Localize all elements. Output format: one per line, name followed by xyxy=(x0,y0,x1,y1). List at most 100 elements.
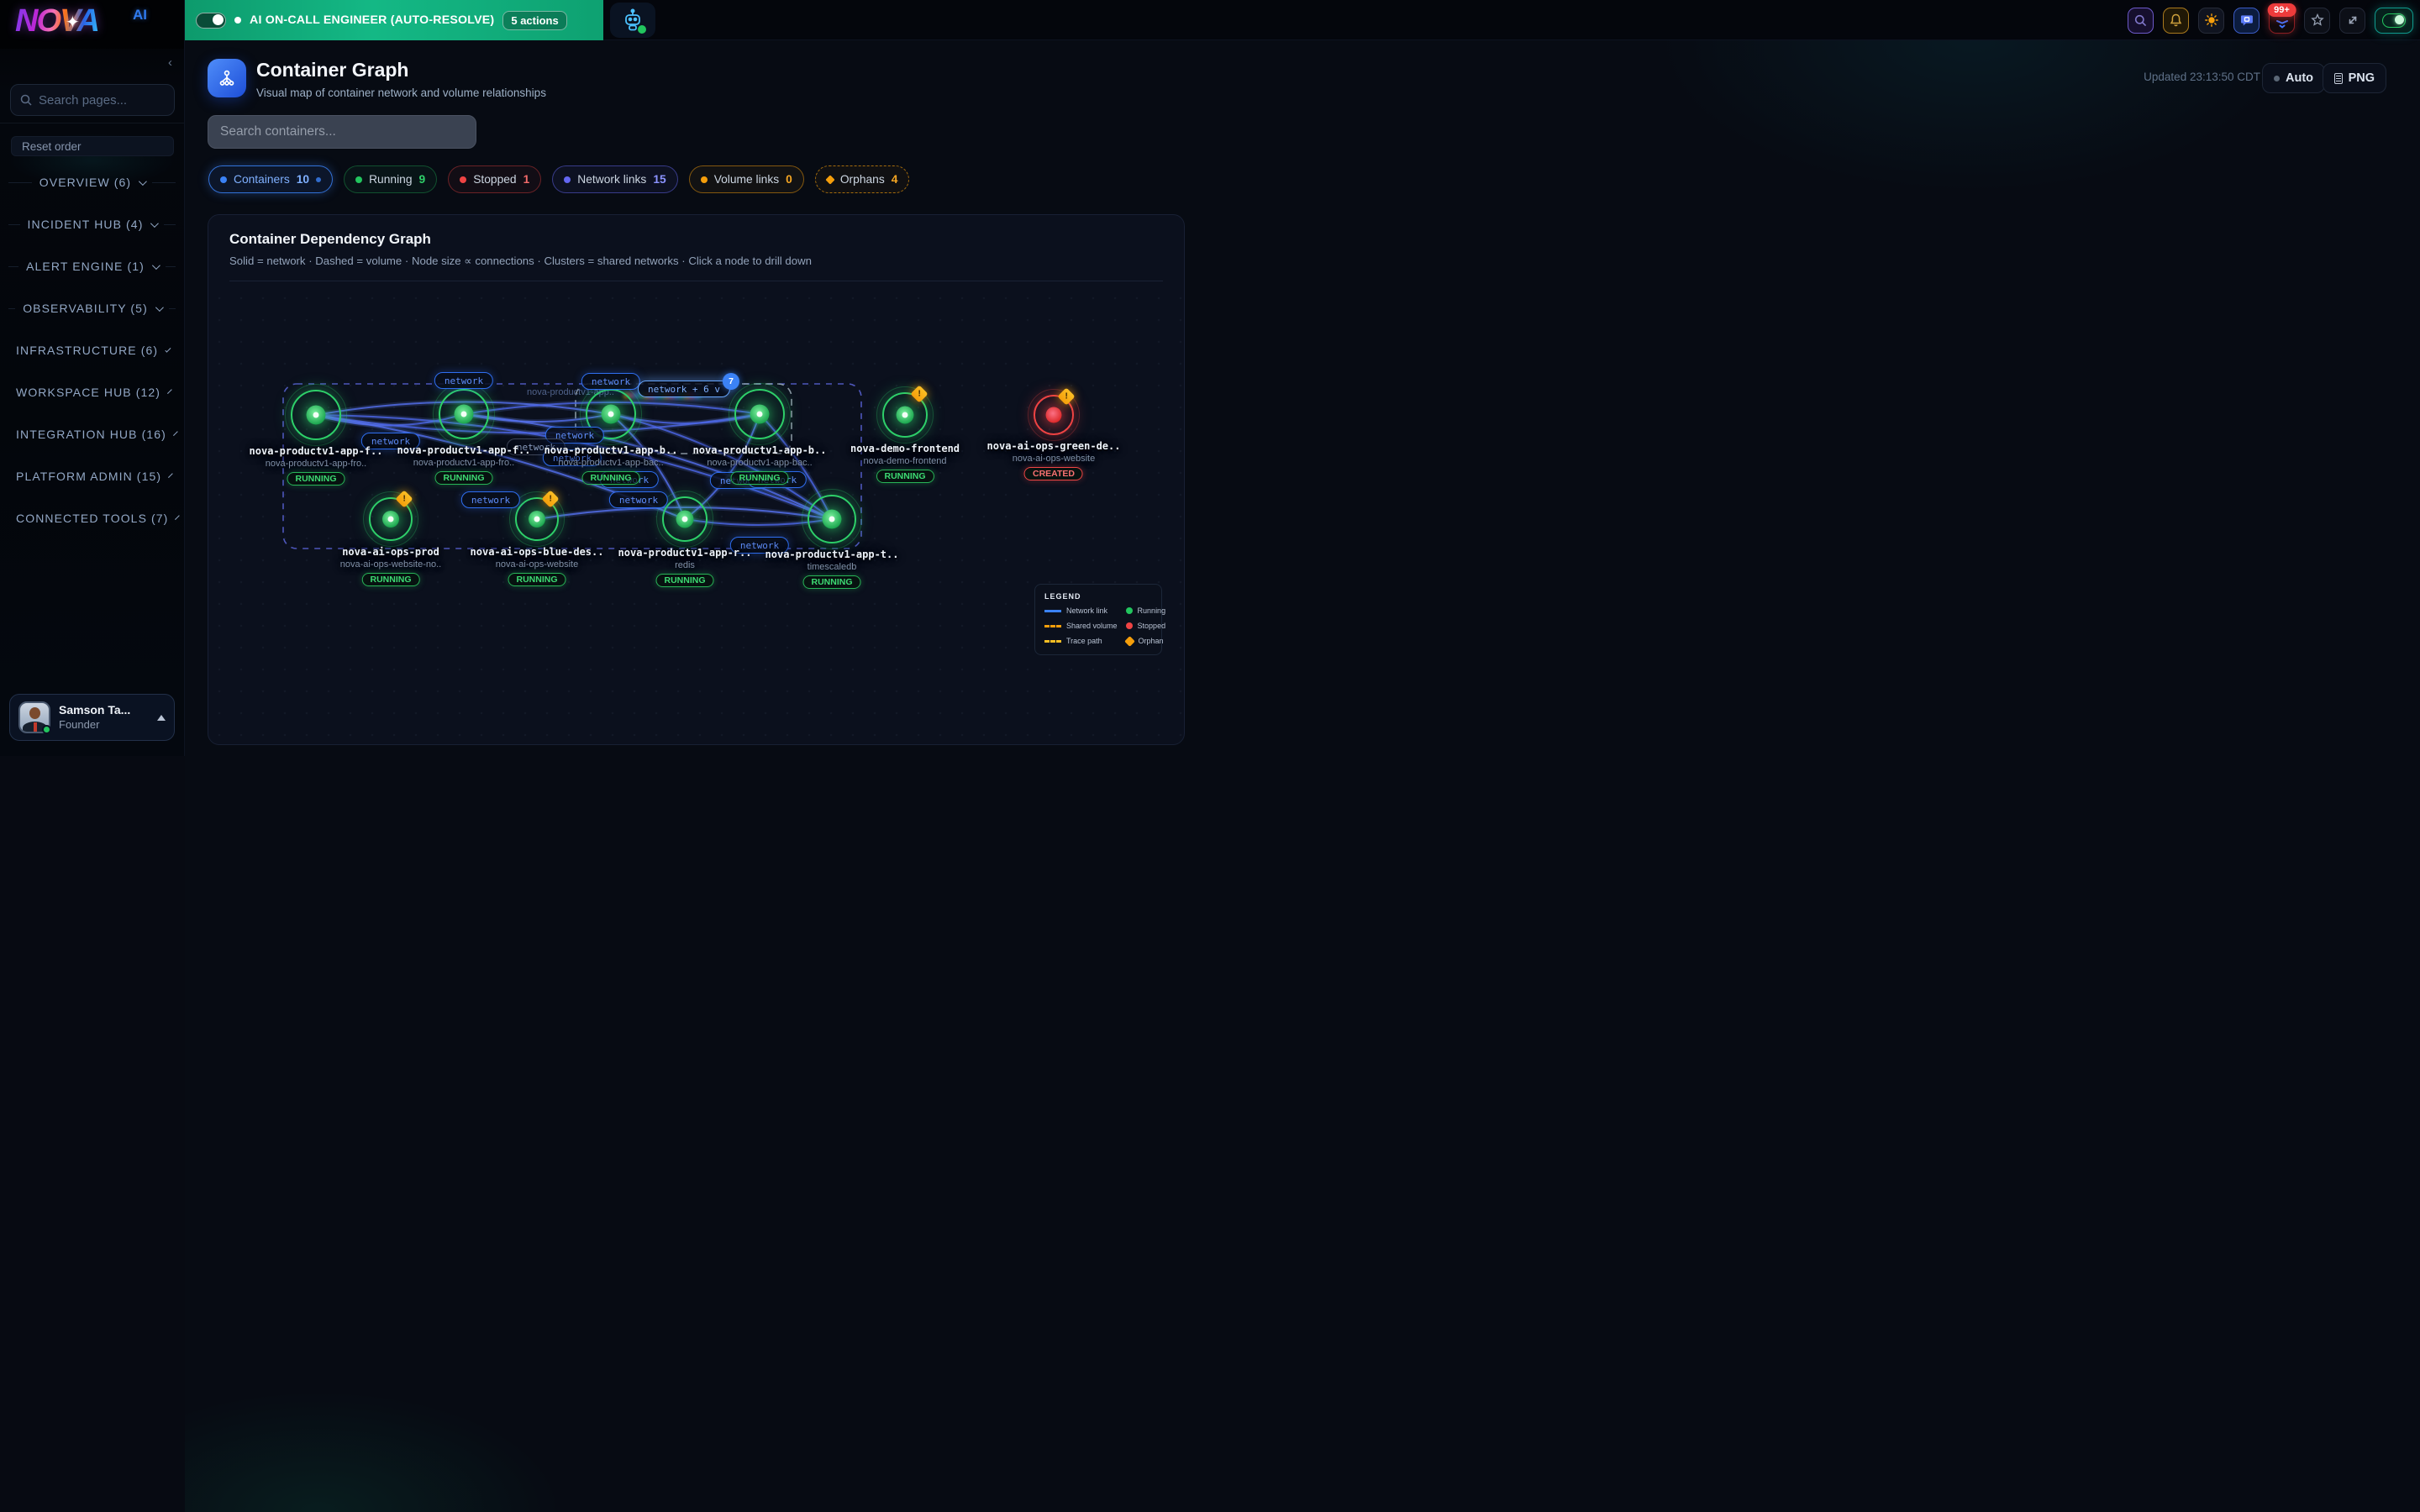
alerts-button[interactable] xyxy=(2163,7,2189,34)
theme-brightness-button[interactable] xyxy=(2198,7,2224,34)
main-content: Container Graph Visual map of container … xyxy=(185,40,2420,1512)
sidebar-section-integration-hub-16[interactable]: INTEGRATION HUB (16) xyxy=(0,413,184,455)
container-search[interactable] xyxy=(208,115,476,149)
node-status-badge: CREATED xyxy=(1024,467,1083,480)
notifications-button[interactable]: 99+ xyxy=(2267,3,2296,34)
oncall-toggle[interactable] xyxy=(196,12,226,29)
expand-icon xyxy=(2349,16,2356,24)
sidebar-section-overview-6[interactable]: OVERVIEW (6) xyxy=(0,161,184,203)
online-status-dot xyxy=(42,725,51,734)
assistant-online-dot xyxy=(638,25,646,34)
node-label-D: nova-productv1-app-b..nova-productv1-app… xyxy=(692,444,827,485)
sidebar-search[interactable] xyxy=(10,84,175,116)
graph-node-J[interactable] xyxy=(801,488,863,550)
node-status-badge: RUNNING xyxy=(508,573,566,586)
node-status-badge: RUNNING xyxy=(581,471,640,485)
chip-count: 15 xyxy=(653,173,666,186)
power-toggle[interactable] xyxy=(2375,7,2413,34)
graph-node-A[interactable] xyxy=(284,383,348,447)
sidebar-section-workspace-hub-12[interactable]: WORKSPACE HUB (12) xyxy=(0,371,184,413)
chip-network-links[interactable]: Network links 15 xyxy=(552,165,678,193)
chip-label: Network links xyxy=(577,173,647,186)
chat-button[interactable] xyxy=(2233,7,2260,34)
topbar: AI ON-CALL ENGINEER (AUTO-RESOLVE) 5 act… xyxy=(185,0,2420,40)
ai-assistant-button[interactable] xyxy=(610,3,655,38)
network-link xyxy=(610,412,833,520)
node-status-badge: RUNNING xyxy=(802,575,861,589)
reset-order-button[interactable]: Reset order xyxy=(11,136,174,156)
node-status-badge: RUNNING xyxy=(361,573,420,586)
actions-count-badge[interactable]: 5 actions xyxy=(502,10,567,30)
search-icon xyxy=(2134,14,2147,26)
page-icon xyxy=(208,59,246,97)
chip-label: Orphans xyxy=(839,173,885,186)
image-icon xyxy=(2333,72,2343,84)
legend-link-row: Shared volume xyxy=(1044,622,1118,630)
chip-label: Running xyxy=(369,173,413,186)
network-edge-label: network xyxy=(729,537,790,554)
robot-icon xyxy=(625,8,640,31)
node-label-H: nova-ai-ops-blue-des..nova-ai-ops-websit… xyxy=(470,546,604,586)
network-edge-label: network xyxy=(360,433,421,449)
brightness-icon xyxy=(2204,13,2218,27)
graph-node-B[interactable] xyxy=(432,382,496,446)
oncall-banner: AI ON-CALL ENGINEER (AUTO-RESOLVE) 5 act… xyxy=(185,0,603,40)
png-label: PNG xyxy=(2348,71,2375,85)
legend-link-row: Network link xyxy=(1044,606,1118,615)
chip-count: 1 xyxy=(523,173,530,186)
sidebar-section-observability-5[interactable]: OBSERVABILITY (5) xyxy=(0,287,184,329)
profile-expand-icon[interactable] xyxy=(157,714,166,721)
sidebar: NOVA ✦ AI ‹ Reset order OVERVIEW (6)INCI… xyxy=(0,0,185,756)
sidebar-search-input[interactable] xyxy=(39,92,165,108)
graph-node-G[interactable] xyxy=(362,491,419,548)
graph-node-E[interactable] xyxy=(876,386,934,444)
chip-trailing-dot xyxy=(316,176,322,182)
banner-title: AI ON-CALL ENGINEER (AUTO-RESOLVE) xyxy=(250,13,495,27)
export-png-button[interactable]: PNG xyxy=(2322,63,2386,93)
chip-running[interactable]: Running 9 xyxy=(344,165,438,193)
chevron-down-icon xyxy=(155,302,164,312)
legend-link-row: Trace path xyxy=(1044,637,1118,645)
sidebar-section-platform-admin-15[interactable]: PLATFORM ADMIN (15) xyxy=(0,455,184,497)
status-dot-icon xyxy=(355,176,363,183)
user-name: Samson Ta... xyxy=(59,703,131,717)
node-label-B: nova-productv1-app-f..nova-productv1-app… xyxy=(397,444,531,485)
sidebar-section-connected-tools-7[interactable]: CONNECTED TOOLS (7) xyxy=(0,497,184,539)
graph-node-D[interactable] xyxy=(728,382,792,446)
global-search-button[interactable] xyxy=(2128,7,2154,34)
sidebar-section-alert-engine-1[interactable]: ALERT ENGINE (1) xyxy=(0,245,184,287)
orphan-diamond-icon xyxy=(825,174,835,185)
legend-status-row: Orphan xyxy=(1123,635,1166,647)
sidebar-section-infrastructure-6[interactable]: INFRASTRUCTURE (6) xyxy=(0,329,184,371)
logo-star-icon: ✦ xyxy=(66,13,80,32)
user-profile-card[interactable]: Samson Ta... Founder xyxy=(9,694,175,741)
network-edge-label: network xyxy=(542,449,602,466)
page-title: Container Graph xyxy=(256,59,409,81)
avatar xyxy=(18,701,51,734)
chevron-down-icon xyxy=(165,346,171,353)
network-edge-label: network xyxy=(434,372,494,389)
fullscreen-button[interactable] xyxy=(2339,7,2365,34)
chevron-down-icon xyxy=(150,218,160,228)
node-status-badge: RUNNING xyxy=(730,471,789,485)
sidebar-collapse-icon[interactable]: ‹ xyxy=(168,55,172,70)
sidebar-section-incident-hub-4[interactable]: INCIDENT HUB (4) xyxy=(0,203,184,245)
container-search-input[interactable] xyxy=(220,124,464,139)
chip-count: 9 xyxy=(418,173,426,186)
chevron-down-icon xyxy=(168,472,173,478)
app-logo[interactable]: NOVA ✦ AI xyxy=(0,0,184,49)
graph-node-I[interactable] xyxy=(655,490,714,549)
chat-icon xyxy=(2240,15,2253,26)
auto-refresh-button[interactable]: Auto xyxy=(2261,63,2325,93)
favorite-button[interactable] xyxy=(2304,7,2330,34)
chip-count: 0 xyxy=(786,173,792,186)
